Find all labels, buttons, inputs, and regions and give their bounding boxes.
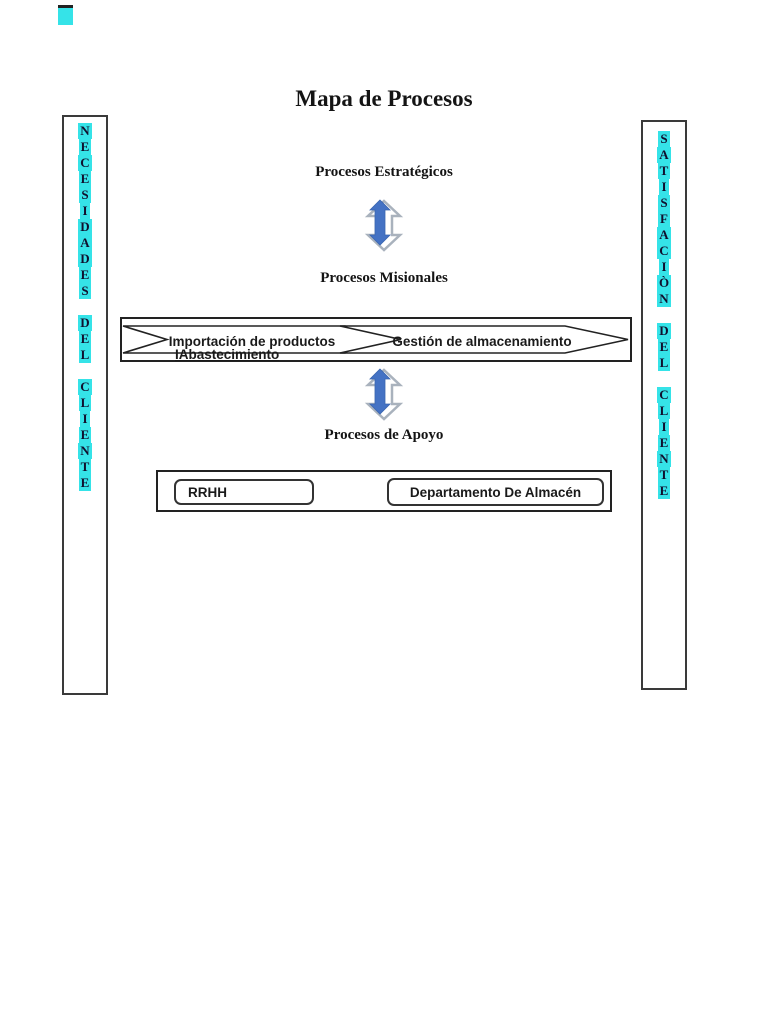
bar-letter: E (78, 427, 92, 443)
bar-letter: S (79, 187, 91, 203)
bar-letter: E (78, 267, 92, 283)
bar-letter: A (657, 147, 671, 163)
rrhh-label: RRHH (188, 484, 227, 500)
support-processes-band: RRHH Departamento De Almacén (156, 470, 612, 512)
bar-letter: E (78, 171, 92, 187)
bar-letter: D (78, 251, 92, 267)
bar-letter: S (658, 195, 670, 211)
bar-letter: I (80, 411, 90, 427)
support-processes-label: Procesos de Apoyo (324, 427, 444, 443)
bar-letter: S (658, 131, 670, 147)
bar-letter: C (78, 155, 92, 171)
bar-letter: D (78, 219, 92, 235)
bar-letter: C (657, 387, 671, 403)
departamento-almacen-label: Departamento De Almacén (409, 484, 582, 500)
bar-letter: N (78, 443, 92, 459)
bar-letter: C (657, 243, 671, 259)
bar-letter: Ò (656, 275, 672, 291)
bar-letter: L (78, 347, 92, 363)
rrhh-box: RRHH (174, 479, 314, 505)
chevron-importacion-label: Importación de productos (168, 334, 336, 349)
misional-processes-label: Procesos Misionales (320, 270, 448, 286)
bar-letter: E (657, 435, 671, 451)
bar-letter: I (80, 203, 90, 219)
bar-letter: T (657, 163, 671, 179)
bar-letter: S (79, 283, 91, 299)
bar-letter: F (658, 211, 670, 227)
bar-letter: E (78, 139, 92, 155)
chevron-shape-gestion (339, 325, 629, 354)
bar-letter: L (78, 395, 92, 411)
up-down-arrow-icon (361, 365, 405, 421)
bar-letter: T (657, 467, 671, 483)
page-title: Mapa de Procesos (295, 86, 473, 111)
bar-letter: N (657, 291, 671, 307)
bar-letter: E (78, 475, 92, 491)
chevron-gestion-label: Gestión de almacenamiento (392, 334, 572, 349)
bar-letter: I (659, 259, 669, 275)
bar-letter: E (657, 339, 671, 355)
bar-letter: A (78, 235, 92, 251)
misional-chevron-band: Importación de productos Gestión de alma… (120, 317, 632, 362)
bar-letter: T (78, 459, 92, 475)
bar-letter: N (78, 123, 92, 139)
bar-letter: L (657, 403, 671, 419)
bar-letter: C (78, 379, 92, 395)
bar-letter: N (657, 451, 671, 467)
bar-letter: I (659, 419, 669, 435)
bar-letter: E (78, 331, 92, 347)
bar-letter: D (78, 315, 92, 331)
stray-highlight-mark (58, 5, 73, 25)
bar-letter: A (657, 227, 671, 243)
bar-letter: E (657, 483, 671, 499)
abastecimiento-label: IAbastecimiento (175, 347, 280, 362)
bar-letter: D (657, 323, 671, 339)
chevron-shapes (122, 325, 629, 354)
bar-letter: L (657, 355, 671, 371)
up-down-arrow-icon (361, 196, 405, 252)
bar-letter: I (659, 179, 669, 195)
departamento-almacen-box: Departamento De Almacén (387, 478, 604, 506)
strategic-processes-label: Procesos Estratégicos (315, 164, 453, 180)
